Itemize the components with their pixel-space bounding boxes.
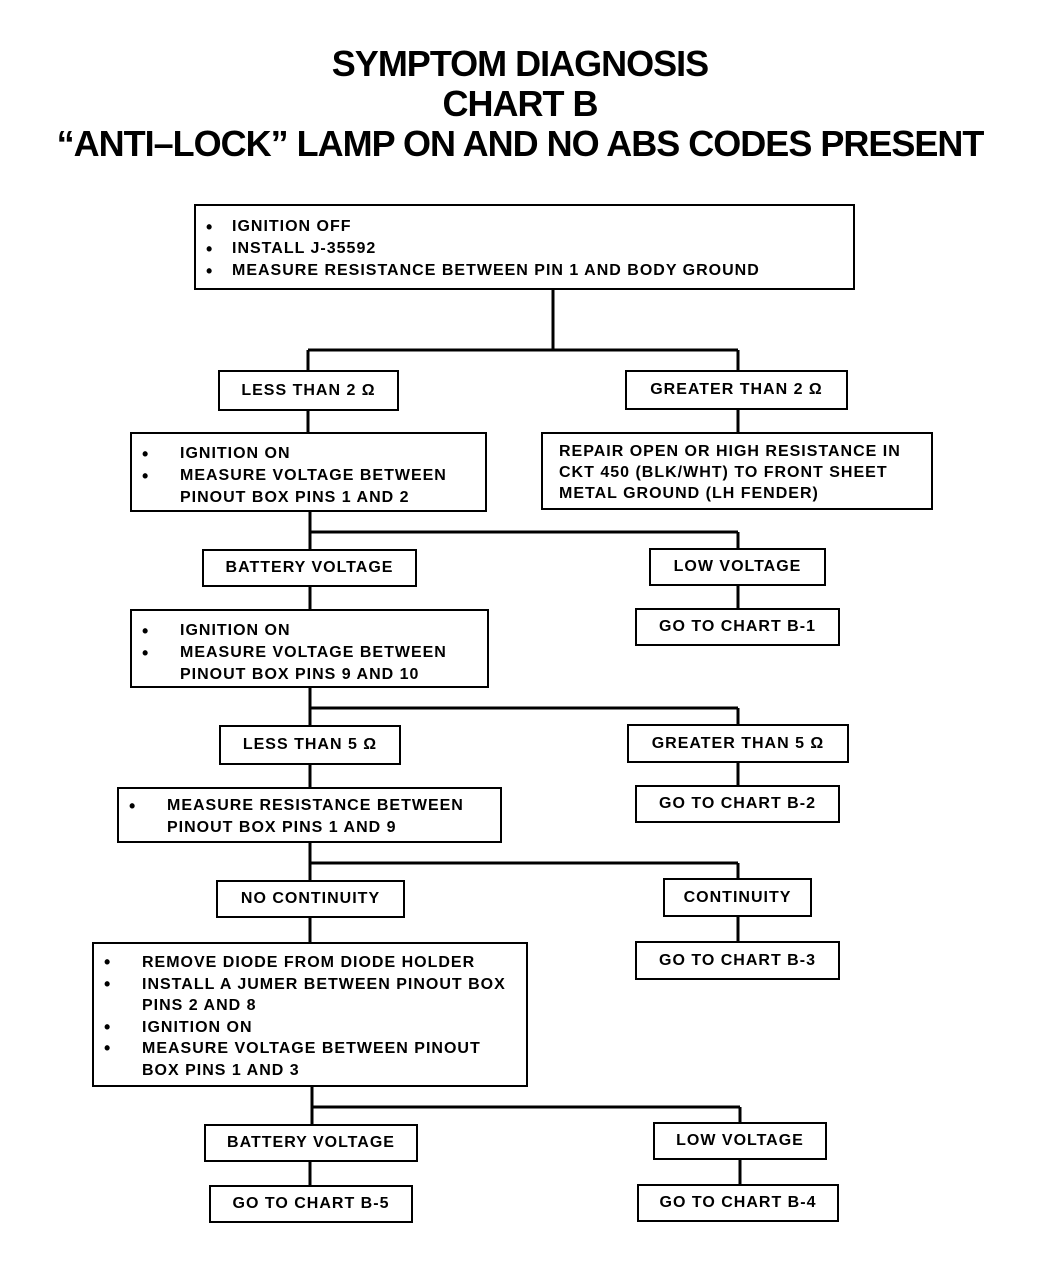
result-battery-voltage-2: BATTERY VOLTAGE	[204, 1124, 418, 1162]
goto-chart-b1: GO TO CHART B-1	[635, 608, 840, 646]
result-low-voltage-1: LOW VOLTAGE	[649, 548, 826, 586]
step-item: IGNITION ON	[132, 620, 487, 642]
step-item: MEASURE VOLTAGE BETWEEN PINOUT BOX PINS …	[132, 465, 485, 509]
step-item: REMOVE DIODE FROM DIODE HOLDER	[94, 952, 526, 974]
step-item: INSTALL A JUMER BETWEEN PINOUT BOX PINS …	[94, 974, 526, 1017]
step-start-box: IGNITION OFF INSTALL J-35592 MEASURE RES…	[194, 204, 855, 290]
step-item: MEASURE RESISTANCE BETWEEN PINOUT BOX PI…	[119, 795, 500, 839]
step-item: IGNITION ON	[94, 1017, 526, 1039]
step-item: IGNITION ON	[132, 443, 485, 465]
step-item: MEASURE VOLTAGE BETWEEN PINOUT BOX PINS …	[132, 642, 487, 686]
step-check-voltage-9-10: IGNITION ON MEASURE VOLTAGE BETWEEN PINO…	[130, 609, 489, 688]
step-start-item: MEASURE RESISTANCE BETWEEN PIN 1 AND BOD…	[196, 260, 853, 282]
goto-chart-b4: GO TO CHART B-4	[637, 1184, 839, 1222]
step-start-item: INSTALL J-35592	[196, 238, 853, 260]
chart-title-line-2: CHART B	[442, 83, 599, 124]
step-repair-open-circuit: REPAIR OPEN OR HIGH RESISTANCE IN CKT 45…	[541, 432, 933, 510]
chart-title-line-1: SYMPTOM DIAGNOSIS	[331, 43, 709, 84]
result-greater-than-5-ohm: GREATER THAN 5 Ω	[627, 724, 849, 763]
goto-chart-b3: GO TO CHART B-3	[635, 941, 840, 980]
goto-chart-b2: GO TO CHART B-2	[635, 785, 840, 823]
chart-title-line-3: “ANTI–LOCK” LAMP ON AND NO ABS CODES PRE…	[56, 123, 985, 164]
result-battery-voltage-1: BATTERY VOLTAGE	[202, 549, 417, 587]
step-item: MEASURE VOLTAGE BETWEEN PINOUT BOX PINS …	[94, 1038, 526, 1081]
repair-text: REPAIR OPEN OR HIGH RESISTANCE IN CKT 45…	[559, 443, 901, 502]
result-less-than-2-ohm: LESS THAN 2 Ω	[218, 370, 399, 411]
step-start-item: IGNITION OFF	[196, 216, 853, 238]
goto-chart-b5: GO TO CHART B-5	[209, 1185, 413, 1223]
result-less-than-5-ohm: LESS THAN 5 Ω	[219, 725, 401, 765]
result-no-continuity: NO CONTINUITY	[216, 880, 405, 918]
step-diode-test: REMOVE DIODE FROM DIODE HOLDER INSTALL A…	[92, 942, 528, 1087]
result-greater-than-2-ohm: GREATER THAN 2 Ω	[625, 370, 848, 410]
result-continuity: CONTINUITY	[663, 878, 812, 917]
step-check-voltage-1-2: IGNITION ON MEASURE VOLTAGE BETWEEN PINO…	[130, 432, 487, 512]
step-measure-resistance-1-9: MEASURE RESISTANCE BETWEEN PINOUT BOX PI…	[117, 787, 502, 843]
result-low-voltage-2: LOW VOLTAGE	[653, 1122, 827, 1160]
